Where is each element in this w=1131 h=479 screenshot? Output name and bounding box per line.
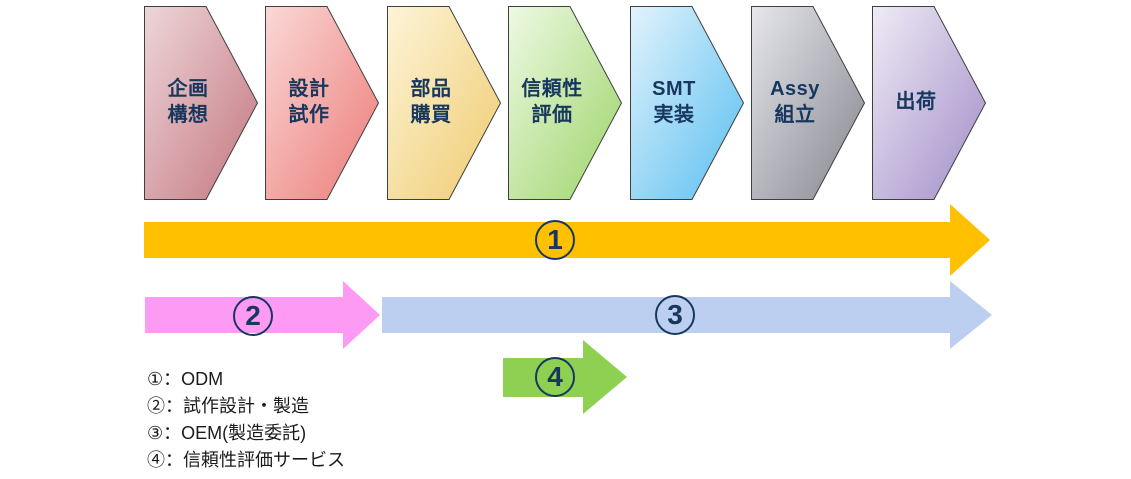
arrow2-head-icon [343,281,380,349]
arrow1-head-icon [950,204,990,276]
stage-label: 企画 構想 [167,78,209,126]
stage-chevron-6: Assy 組立 [751,6,865,200]
chevron-shape-icon [872,6,986,200]
stage-label: 部品 購買 [410,78,452,126]
stage-chevron-4: 信頼性 評価 [508,6,622,200]
stage-label: SMT 実装 [652,78,696,126]
chevron-shape-icon [387,6,501,200]
stage-chevron-5: SMT 実装 [630,6,744,200]
arrow3-head-icon [950,281,992,349]
chevron-shape-icon [751,6,865,200]
stage-label: 設計 試作 [288,78,330,126]
stage-chevron-3: 部品 購買 [387,6,501,200]
stage-label: 出荷 [895,91,937,114]
arrow3-number-badge: 3 [655,295,695,335]
legend-line-odm: ①：ODM [147,369,224,389]
arrow1-number-badge: 1 [535,220,575,260]
stage-label: 信頼性 評価 [521,78,583,126]
chevron-shape-icon [265,6,379,200]
stage-label: Assy 組立 [770,78,820,126]
arrow4-head-icon [583,340,627,414]
arrow4-number-badge: 4 [535,357,575,397]
stage-chevron-1: 企画 構想 [144,6,258,200]
chevron-shape-icon [508,6,622,200]
legend-line-reliability: ④：信頼性評価サービス [147,450,345,470]
legend-line-prototype: ②：試作設計・製造 [147,396,309,416]
chevron-shape-icon [144,6,258,200]
legend: ①：ODM ②：試作設計・製造 ③：OEM(製造委託) ④：信頼性評価サービス [147,366,345,474]
stage-chevron-2: 設計 試作 [265,6,379,200]
legend-line-oem: ③：OEM(製造委託) [147,423,307,443]
stage-chevron-7: 出荷 [872,6,986,200]
arrow2-number-badge: 2 [233,296,273,336]
chevron-shape-icon [630,6,744,200]
